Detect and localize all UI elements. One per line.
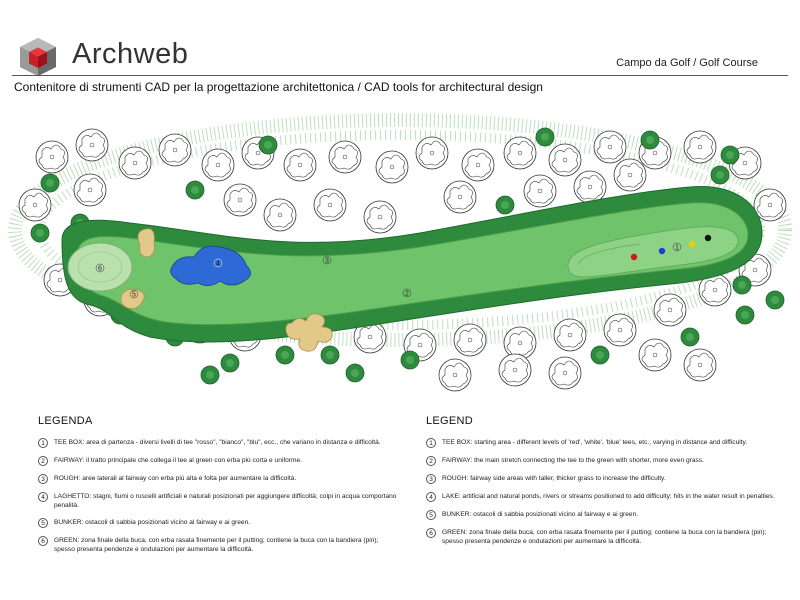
label-lake: 4 — [216, 261, 220, 268]
brand-name[interactable]: Archweb — [72, 38, 189, 70]
label-fairway: 2 — [405, 291, 409, 298]
green-area — [67, 242, 133, 292]
legend-title-it: LEGENDA — [38, 415, 93, 427]
page-title: Campo da Golf / Golf Course — [616, 57, 758, 69]
tee-area — [567, 226, 739, 278]
tee-red-marker — [630, 253, 638, 261]
label-bunker: 5 — [132, 292, 136, 299]
tagline: Contenitore di strumenti CAD per la prog… — [14, 80, 543, 94]
bunker-top — [137, 228, 155, 258]
label-rough: 3 — [325, 258, 329, 265]
fairway-area — [77, 202, 749, 326]
tee-black-marker — [704, 234, 712, 242]
golf-hole-plan: 1 2 3 4 5 6 — [8, 113, 792, 392]
lake-area — [170, 245, 251, 286]
label-tee: 1 — [675, 245, 679, 252]
tee-yellow-marker — [688, 240, 696, 248]
bunker-left — [120, 288, 145, 309]
legend-title-en: LEGEND — [426, 415, 474, 427]
label-green: 6 — [98, 266, 102, 273]
header: Archweb Campo da Golf / Golf Course Cont… — [0, 0, 800, 100]
header-divider — [12, 75, 788, 76]
archweb-logo-icon — [20, 38, 56, 76]
bunker-bottom — [285, 313, 333, 352]
tee-blue-marker — [658, 247, 666, 255]
